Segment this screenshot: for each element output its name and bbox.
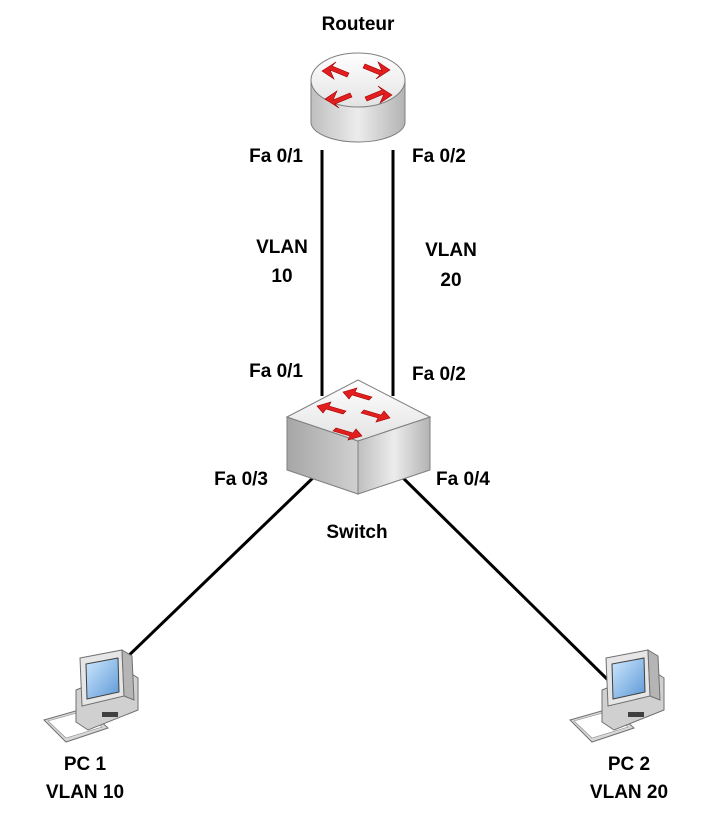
link-switch-pc1 [120,471,320,664]
pc1-vlan-label: VLAN 10 [46,782,124,803]
cables [120,150,610,682]
vlan20-link-label-line2: 20 [440,270,461,291]
router-port-fa01-label: Fa 0/1 [249,146,303,167]
router-icon [310,52,406,143]
pc2-name-label: PC 2 [608,754,650,775]
pc2-vlan-label: VLAN 20 [590,782,668,803]
switch-port-fa03-label: Fa 0/3 [214,469,268,490]
switch-port-fa02-label: Fa 0/2 [412,364,466,385]
vlan20-link-label-line1: VLAN [425,240,477,261]
pc2-desktop-computer-icon [569,649,665,743]
router-port-fa02-label: Fa 0/2 [412,146,466,167]
link-switch-pc2 [396,471,610,682]
labels: Routeur Fa 0/1 Fa 0/2 VLAN 10 VLAN 20 Fa… [46,14,668,803]
switch-label: Switch [326,522,387,543]
switch-port-fa01-label: Fa 0/1 [249,361,303,382]
switch-icon [285,379,432,495]
vlan10-link-label-line1: VLAN [256,237,308,258]
pc1-name-label: PC 1 [64,754,107,775]
pc1-desktop-computer-icon [43,649,139,743]
switch-arrows [316,387,391,441]
router-arrows [321,61,393,109]
switch-port-fa04-label: Fa 0/4 [436,469,490,490]
router-label: Routeur [322,14,395,35]
vlan10-link-label-line2: 10 [271,266,292,287]
